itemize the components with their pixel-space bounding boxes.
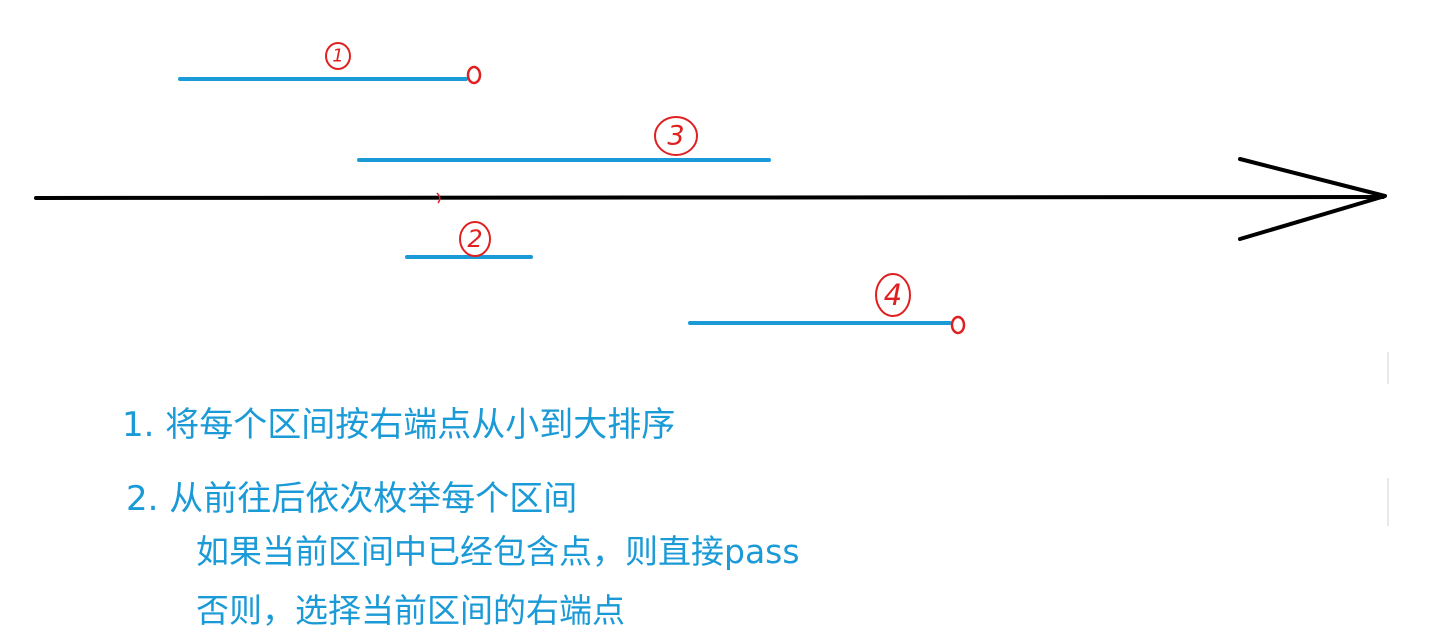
axis-arrowhead-icon: [1238, 157, 1387, 241]
interval-index-circle-icon: [459, 221, 491, 257]
step-1-text: 1. 将每个区间按右端点从小到大排序: [122, 405, 676, 445]
interval-index-circle-icon: [325, 42, 351, 70]
number-axis: [34, 157, 1387, 241]
interval-index-label: 2: [467, 225, 482, 253]
interval-index-label: 3: [667, 121, 684, 152]
step-2-detail-choose-right-endpoint: 否则，选择当前区间的右端点: [196, 591, 625, 630]
axis-line: [34, 195, 1385, 200]
intervals-layer: 1 3 2 4: [178, 42, 966, 335]
interval-1: 1: [178, 42, 482, 85]
step-2-detail-contains-point: 如果当前区间中已经包含点，则直接pass: [196, 532, 800, 571]
selected-point-icon: [950, 315, 966, 335]
interval-3: 3: [357, 116, 771, 162]
interval-2: 2: [405, 221, 533, 259]
step-2-text: 2. 从前往后依次枚举每个区间: [126, 479, 578, 519]
selected-point-icon: [466, 65, 482, 85]
interval-index-circle-icon: [654, 116, 698, 156]
interval-index-label: 4: [884, 278, 902, 312]
interval-4: 4: [688, 273, 966, 335]
interval-index-label: 1: [332, 46, 343, 67]
pen-tick-mark: [436, 192, 441, 204]
interval-index-circle-icon: [875, 273, 911, 317]
